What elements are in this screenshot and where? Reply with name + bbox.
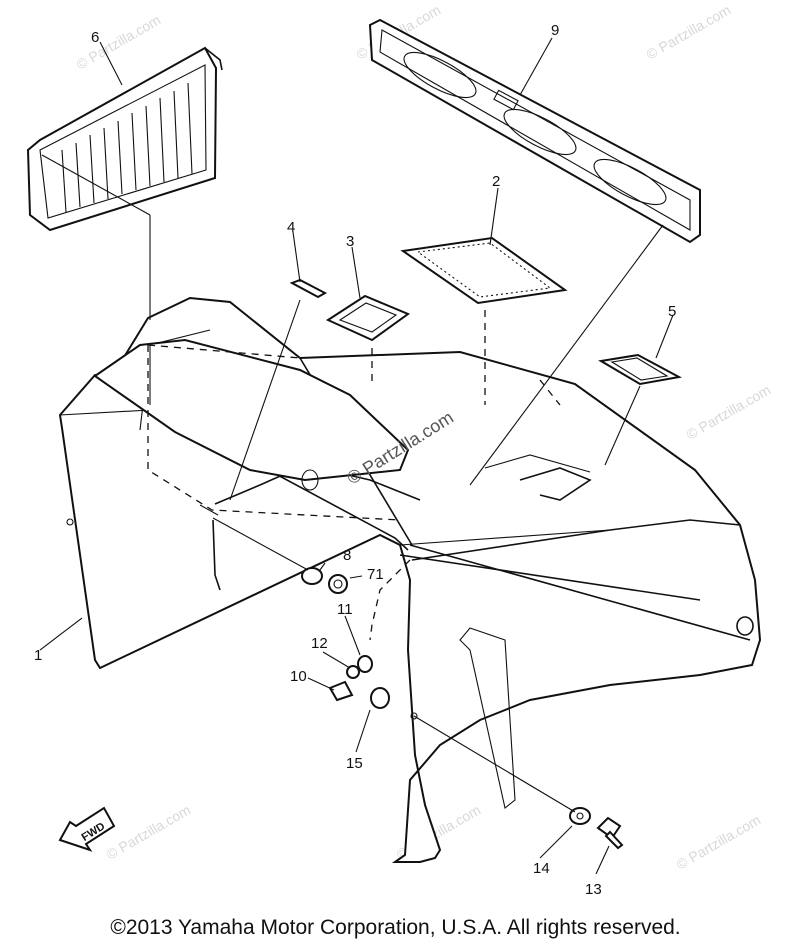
part-4-clip (289, 278, 328, 299)
part-9-rear-grille (368, 18, 701, 244)
part-8-washer (301, 567, 323, 585)
part-6-grille (26, 46, 223, 232)
callout-2: 2 (492, 173, 500, 190)
callout-1: 1 (34, 647, 42, 664)
callout-5: 5 (668, 303, 676, 320)
callout-11: 11 (337, 601, 353, 618)
watermark: © Partzilla.com (644, 2, 734, 63)
fwd-arrow: FWD (58, 806, 116, 852)
callout-12: 12 (311, 635, 328, 652)
callout-10: 10 (290, 668, 307, 685)
part-12-nut (346, 665, 360, 679)
callout-6: 6 (91, 29, 99, 46)
part-2-pad (400, 236, 568, 305)
callout-71: 71 (367, 566, 384, 583)
hidden-lines (147, 310, 561, 641)
part-5-pad (598, 353, 683, 386)
callout-14: 14 (533, 860, 550, 877)
part-15-damper (370, 687, 390, 709)
watermark: © Partzilla.com (104, 802, 194, 863)
callout-9: 9 (551, 22, 559, 39)
part-3-pad (325, 294, 411, 342)
watermark: © Partzilla.com (684, 382, 774, 443)
callout-4: 4 (287, 219, 295, 236)
part-11-collar (357, 655, 373, 673)
callout-3: 3 (346, 233, 354, 250)
hardware (301, 567, 624, 850)
callout-13: 13 (585, 881, 602, 898)
leader-lines (39, 37, 674, 875)
part-10-bolt (328, 680, 354, 702)
callout-8: 8 (343, 547, 351, 564)
callout-15: 15 (346, 755, 363, 772)
cover-flap (93, 338, 410, 491)
watermark: © Partzilla.com (674, 812, 764, 873)
callouts: 1 2 3 4 5 6 8 9 10 11 12 13 14 15 71 (34, 22, 676, 898)
part-71-grommet (328, 574, 348, 594)
watermark: © Partzilla.com (74, 12, 164, 73)
copyright-notice: ©2013 Yamaha Motor Corporation, U.S.A. A… (110, 916, 681, 939)
